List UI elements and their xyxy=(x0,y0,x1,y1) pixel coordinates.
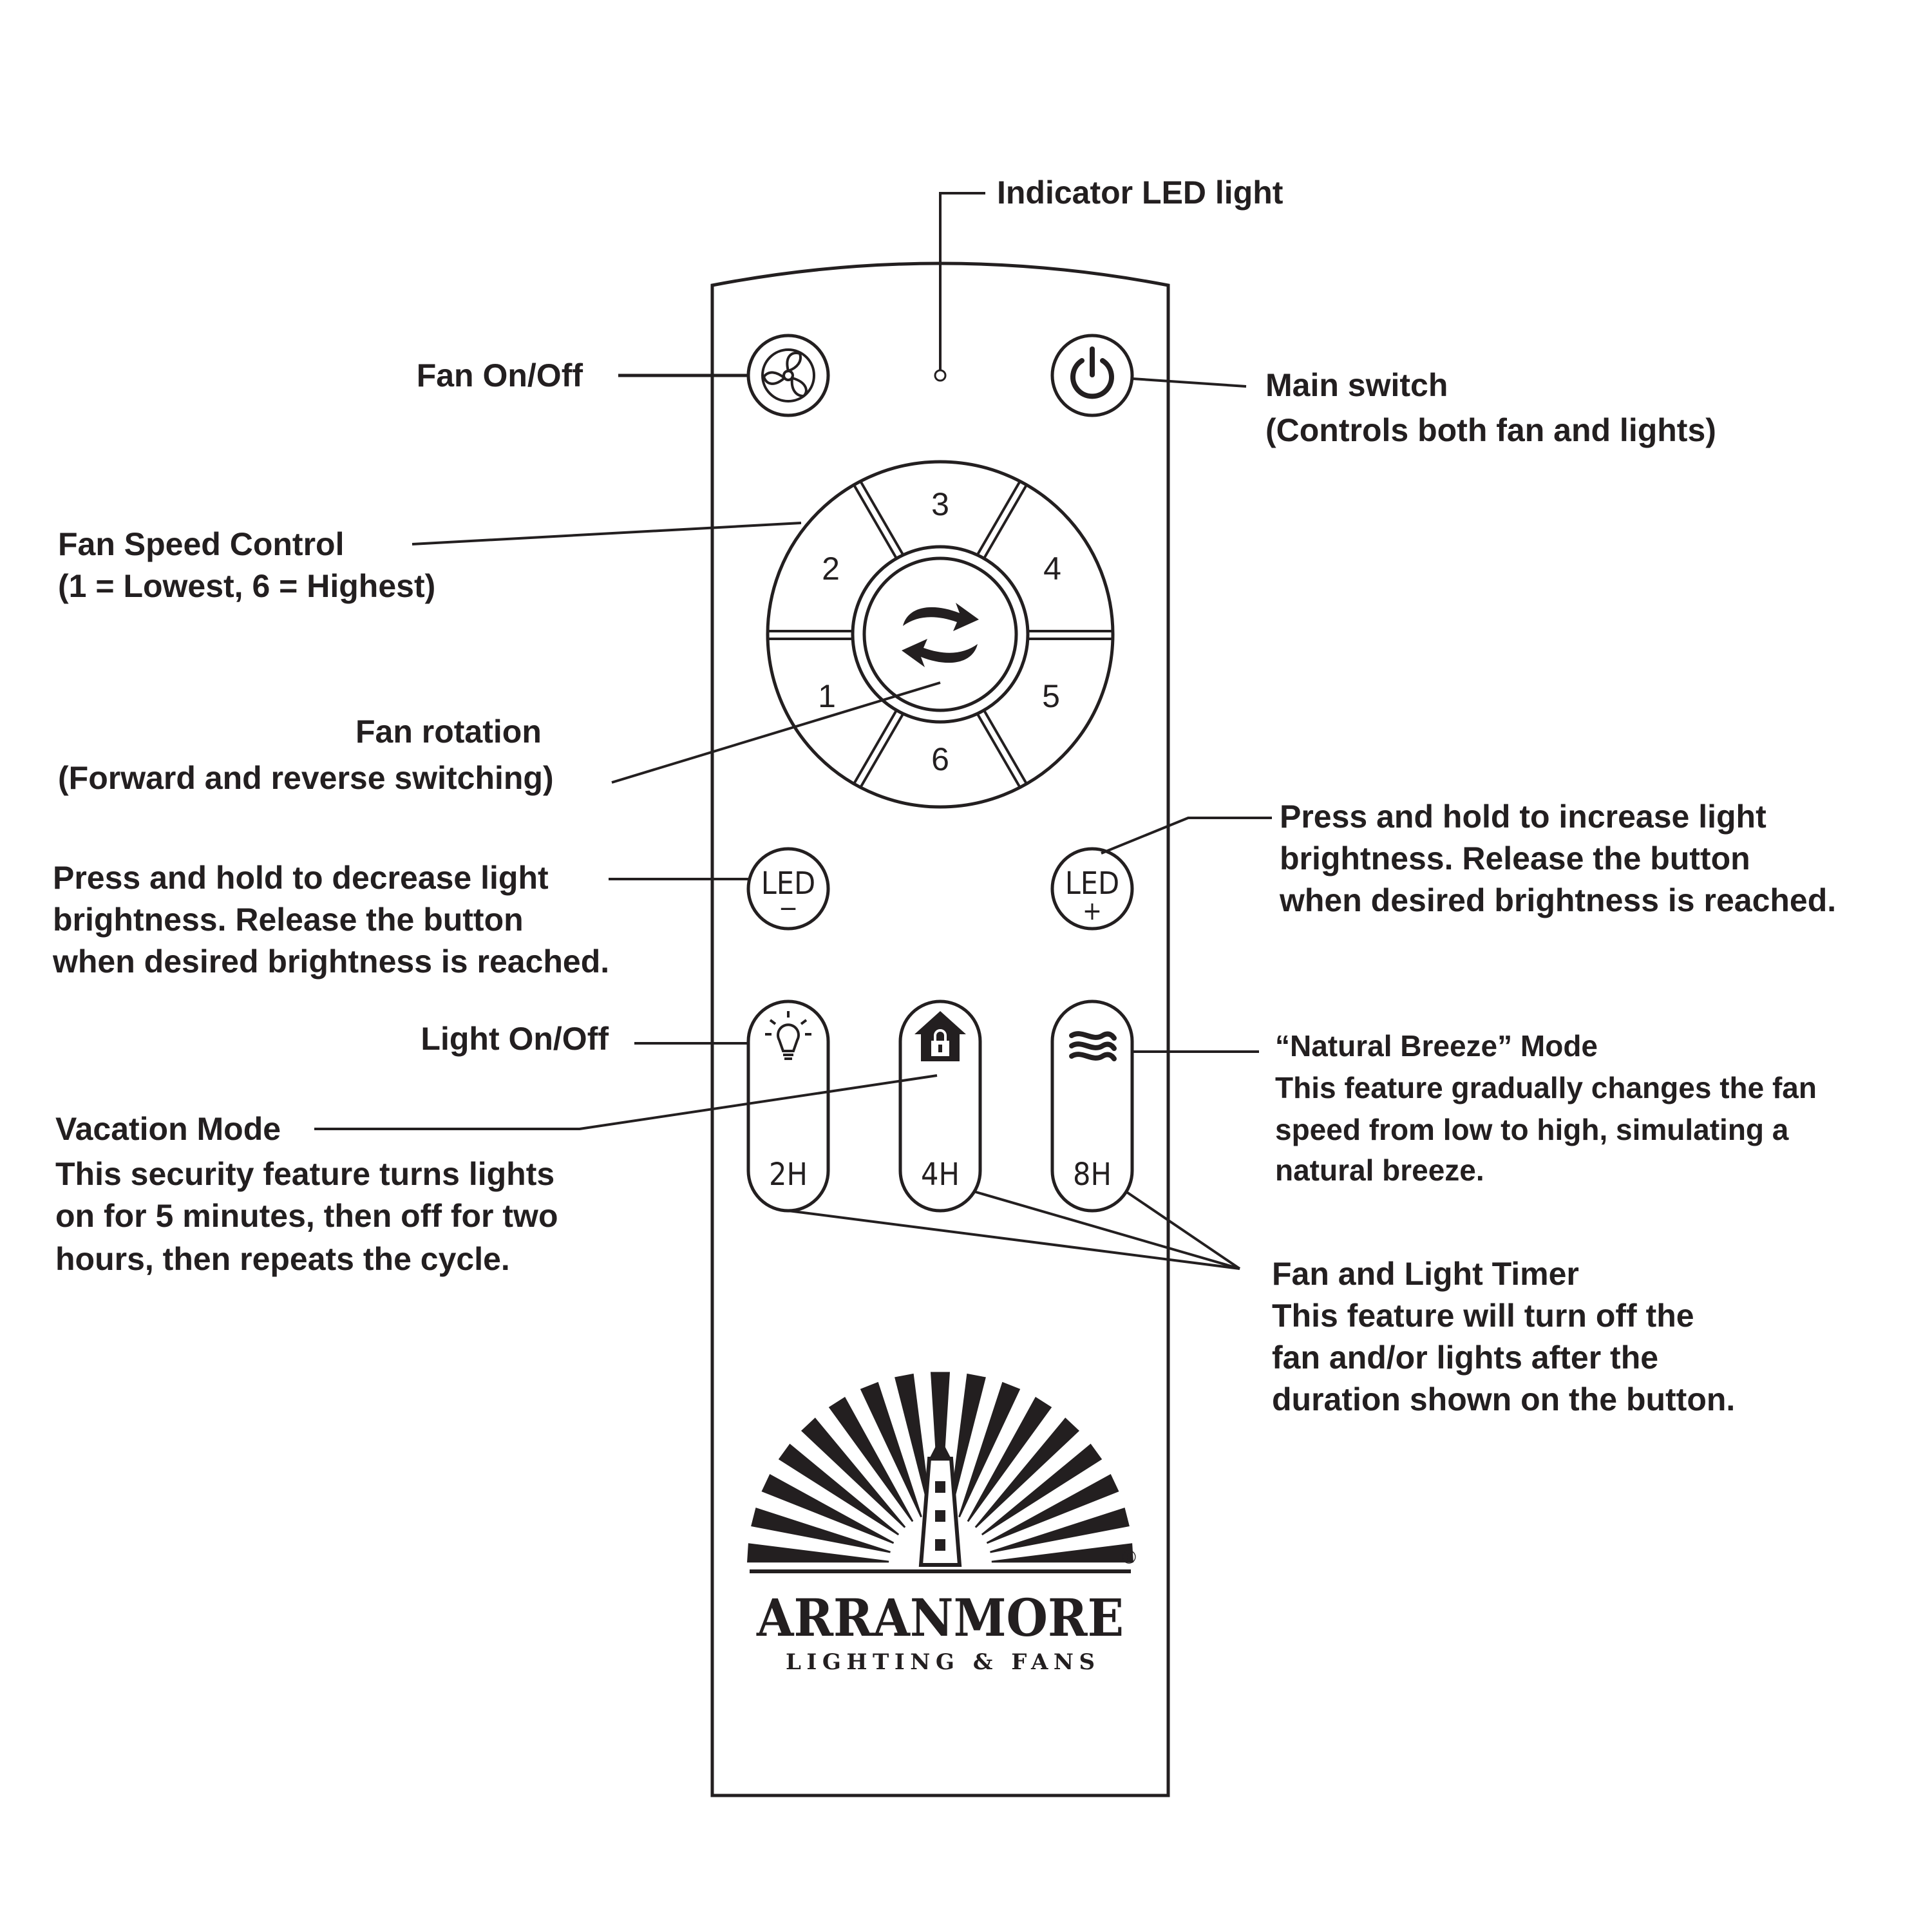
label-fan-rotation: Fan rotation (Forward and reverse switch… xyxy=(58,714,554,796)
sunburst-rays xyxy=(747,1372,1133,1563)
sunburst-ray xyxy=(895,1373,932,1515)
svg-text:Press and hold to decrease lig: Press and hold to decrease light xyxy=(53,860,549,896)
svg-text:This security feature turns li: This security feature turns lights xyxy=(55,1156,554,1192)
svg-text:fan and/or lights after the: fan and/or lights after the xyxy=(1272,1340,1658,1376)
vacation-timer-4h-button[interactable]: 4H xyxy=(898,999,982,1213)
timer-8h-label: 8H xyxy=(1073,1157,1112,1193)
label-vacation-mode: Vacation Mode This security feature turn… xyxy=(55,1111,558,1277)
speed-button-6[interactable]: 6 xyxy=(931,741,949,777)
svg-text:This feature gradually changes: This feature gradually changes the fan xyxy=(1275,1071,1817,1104)
power-icon xyxy=(1070,346,1114,399)
fan-button[interactable] xyxy=(746,334,830,417)
arranmore-logo: ® ARRANMORE LIGHTING & FANS xyxy=(747,1372,1136,1675)
svg-text:Press and hold to increase lig: Press and hold to increase light xyxy=(1280,799,1766,835)
svg-text:hours, then repeats the cycle.: hours, then repeats the cycle. xyxy=(55,1241,510,1277)
sunburst-ray xyxy=(761,1473,895,1544)
sunburst-ray xyxy=(801,1417,906,1528)
svg-text:(1 = Lowest, 6 = Highest): (1 = Lowest, 6 = Highest) xyxy=(58,568,435,604)
timer-2h-label: 2H xyxy=(769,1157,808,1193)
sunburst-ray xyxy=(949,1373,986,1515)
svg-text:(Forward and reverse switching: (Forward and reverse switching) xyxy=(58,760,554,796)
svg-text:speed from low to high, simula: speed from low to high, simulating a xyxy=(1275,1113,1789,1146)
svg-text:brightness. Release the butto: brightness. Release the button xyxy=(1280,840,1750,876)
label-timer: Fan and Light Timer This feature will tu… xyxy=(1272,1256,1735,1417)
light-bulb-icon xyxy=(765,1011,811,1060)
speed-button-5[interactable]: 5 xyxy=(1042,678,1060,714)
svg-text:(Controls both fan and lights): (Controls both fan and lights) xyxy=(1265,412,1716,448)
rotation-button[interactable] xyxy=(862,556,1018,712)
sunburst-ray xyxy=(828,1397,914,1522)
label-main-switch: Main switch (Controls both fan and light… xyxy=(1265,367,1716,448)
label-natural-breeze: “Natural Breeze” Mode This feature gradu… xyxy=(1275,1029,1817,1187)
light-timer-2h-button[interactable]: 2H xyxy=(746,999,830,1213)
sunburst-ray xyxy=(751,1508,891,1553)
power-button[interactable] xyxy=(1050,334,1134,417)
label-decrease-light: Press and hold to decrease light brightn… xyxy=(52,860,609,980)
breeze-timer-8h-button[interactable]: 8H xyxy=(1050,999,1134,1213)
svg-text:Main switch: Main switch xyxy=(1265,367,1448,403)
label-fan-onoff: Fan On/Off xyxy=(417,357,583,393)
speed-dial: 1 2 3 4 5 6 xyxy=(766,460,1115,809)
leader-lines xyxy=(314,192,1272,1270)
svg-text:when desired brightness is rea: when desired brightness is reached. xyxy=(52,943,609,980)
speed-button-3[interactable]: 3 xyxy=(931,486,949,522)
brand-tagline: LIGHTING & FANS xyxy=(786,1649,1095,1675)
lighthouse-icon xyxy=(918,1437,962,1567)
svg-text:brightness. Release the butto: brightness. Release the button xyxy=(53,902,524,938)
timer-4h-label: 4H xyxy=(921,1157,960,1193)
label-fan-speed: Fan Speed Control (1 = Lowest, 6 = Highe… xyxy=(58,526,435,604)
led-plus-button[interactable]: LED + xyxy=(1050,847,1134,931)
led-plus-label: LED xyxy=(1065,866,1120,902)
speed-button-1[interactable]: 1 xyxy=(818,678,836,714)
speed-button-4[interactable]: 4 xyxy=(1043,551,1061,587)
minus-sign: − xyxy=(779,894,798,923)
svg-text:duration shown on the button.: duration shown on the button. xyxy=(1272,1381,1735,1417)
house-lock-icon xyxy=(914,1011,966,1061)
led-minus-label: LED xyxy=(761,866,816,902)
sunburst-ray xyxy=(958,1381,1021,1518)
svg-text:Fan rotation: Fan rotation xyxy=(355,714,542,750)
label-indicator-led: Indicator LED light xyxy=(997,175,1283,211)
svg-text:“Natural Breeze” Mode: “Natural Breeze” Mode xyxy=(1275,1029,1598,1063)
plus-sign: + xyxy=(1083,896,1102,926)
svg-text:Fan and Light Timer: Fan and Light Timer xyxy=(1272,1256,1579,1292)
registered-mark: ® xyxy=(1122,1547,1136,1568)
sunburst-ray xyxy=(747,1543,889,1563)
svg-text:natural breeze.: natural breeze. xyxy=(1275,1153,1484,1187)
svg-text:This feature will turn off the: This feature will turn off the xyxy=(1272,1298,1694,1334)
sunburst-ray xyxy=(990,1508,1130,1553)
indicator-led-dot xyxy=(934,369,947,382)
sunburst-ray xyxy=(991,1543,1133,1563)
speed-button-2[interactable]: 2 xyxy=(822,551,840,587)
sunburst-ray xyxy=(778,1443,900,1536)
sunburst-ray xyxy=(981,1443,1103,1536)
svg-text:when desired brightness is rea: when desired brightness is reached. xyxy=(1279,882,1836,918)
brand-name: ARRANMORE xyxy=(756,1587,1124,1648)
svg-text:Vacation Mode: Vacation Mode xyxy=(55,1111,281,1147)
fan-icon xyxy=(761,348,815,402)
label-increase-light: Press and hold to increase light brightn… xyxy=(1279,799,1836,918)
led-minus-button[interactable]: LED − xyxy=(746,847,830,931)
sunburst-ray xyxy=(986,1473,1119,1544)
wind-waves-icon xyxy=(1069,1031,1117,1061)
sunburst-ray xyxy=(967,1397,1052,1522)
sunburst-ray xyxy=(974,1417,1079,1528)
svg-text:on for 5 minutes, then off for: on for 5 minutes, then off for two xyxy=(55,1198,558,1234)
rotation-arrows-icon xyxy=(902,603,979,667)
svg-text:Fan Speed Control: Fan Speed Control xyxy=(58,526,344,562)
label-light-onoff: Light On/Off xyxy=(421,1021,609,1057)
sunburst-ray xyxy=(860,1381,922,1518)
